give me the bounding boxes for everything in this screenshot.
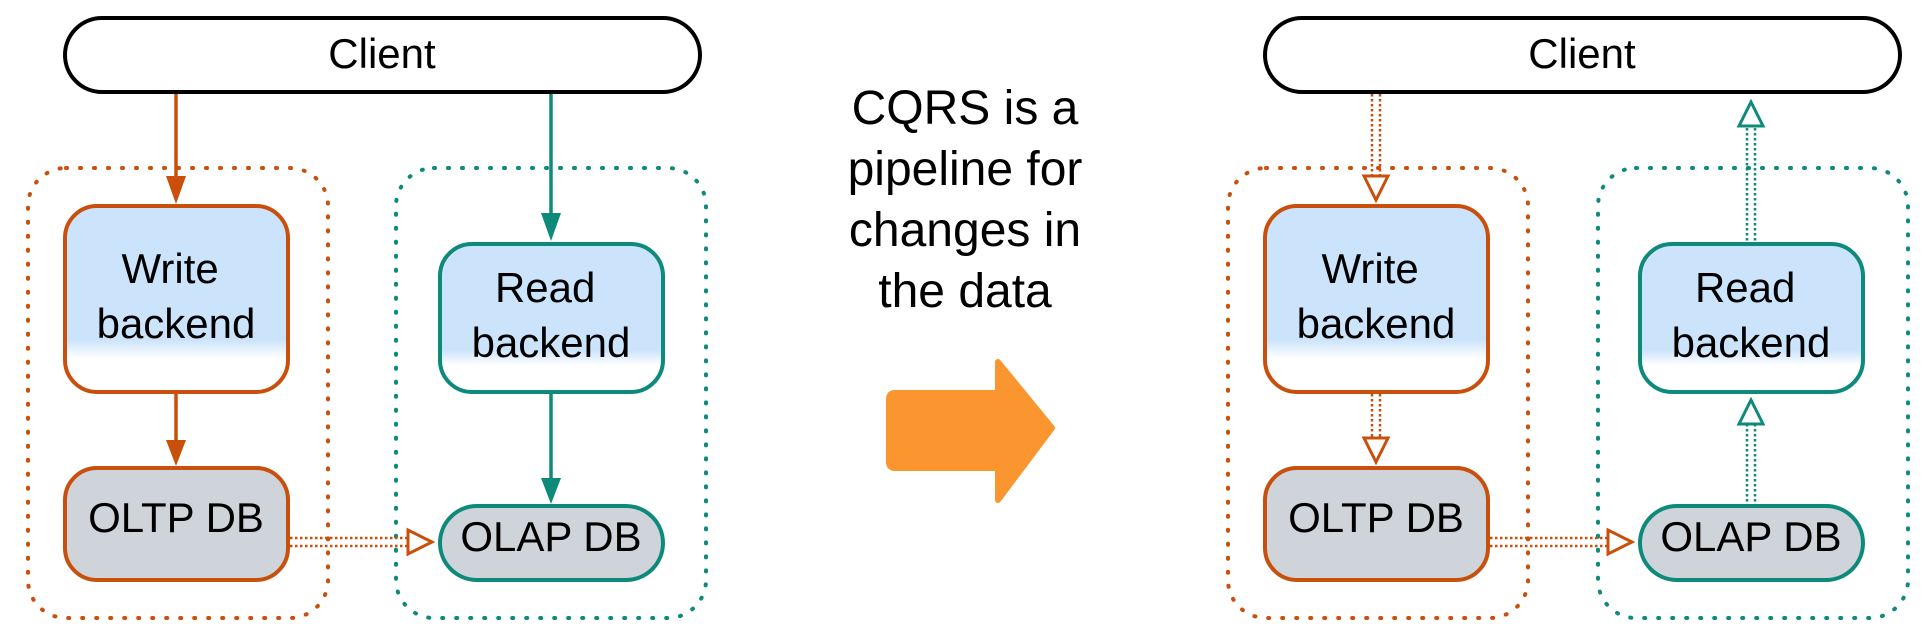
olap-db-label: OLAP DB: [460, 513, 641, 560]
caption-line: changes in: [848, 204, 1082, 257]
cqrs-caption: CQRS is a pipeline for changes in the da…: [815, 78, 1115, 322]
arrow-client-to-read: [541, 94, 561, 241]
olap-db-label: OLAP DB: [1660, 513, 1841, 560]
caption-line: the data: [878, 265, 1052, 318]
write-backend-box: [1263, 204, 1490, 394]
arrow-client-to-write: [166, 94, 186, 204]
arrow-read-to-client: [1736, 98, 1766, 242]
read-backend-box: [438, 242, 665, 394]
left-panel: Client Write backend Read backend OLTP D…: [26, 16, 708, 620]
write-side-group: [26, 166, 330, 620]
caption-line: pipeline for: [847, 143, 1083, 196]
arrow-read-to-olap: [541, 394, 561, 504]
read-backend-box: [1638, 242, 1865, 394]
client-label: Client: [1528, 30, 1636, 77]
write-backend-label: Write backend: [1297, 245, 1456, 347]
oltp-db-label: OLTP DB: [88, 494, 264, 541]
olap-db-box: [1638, 504, 1865, 582]
write-backend-label: Write backend: [97, 245, 256, 347]
oltp-db-box: [63, 466, 290, 582]
right-panel: Client Write backend Read backend OLTP D…: [1226, 16, 1910, 620]
read-backend-label: Read backend: [1672, 264, 1831, 366]
client-box: [1263, 16, 1902, 94]
write-side-group: [1226, 166, 1530, 620]
read-backend-label: Read backend: [472, 264, 631, 366]
oltp-db-label: OLTP DB: [1288, 494, 1464, 541]
arrow-oltp-to-olap: [290, 527, 436, 557]
arrow-olap-to-read: [1736, 396, 1766, 504]
oltp-db-box: [1263, 466, 1490, 582]
client-box: [63, 16, 702, 94]
arrow-write-to-oltp: [1361, 394, 1391, 466]
arrow-write-to-oltp: [166, 394, 186, 466]
transform-arrow: [886, 359, 1055, 503]
olap-db-box: [438, 504, 665, 582]
arrow-client-to-write: [1361, 94, 1391, 204]
client-label: Client: [328, 30, 436, 77]
arrow-oltp-to-olap: [1490, 527, 1636, 557]
write-backend-box: [63, 204, 290, 394]
caption-line: CQRS is a: [851, 82, 1079, 135]
